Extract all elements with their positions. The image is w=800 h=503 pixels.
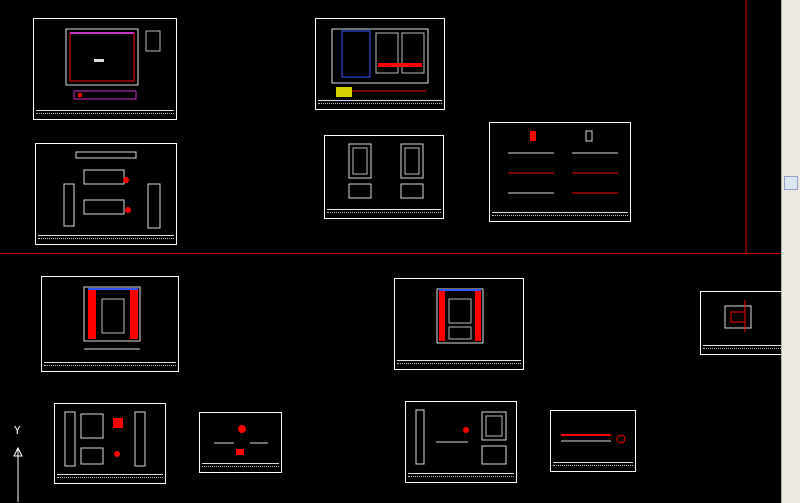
drawing-sheet-details-c[interactable] (54, 403, 166, 484)
drawing-sheet-elevation-b[interactable] (315, 18, 445, 110)
sheet-drawing (65, 28, 161, 100)
sheet-drawing (63, 151, 161, 229)
drawing-sheet-details-d[interactable] (199, 412, 282, 473)
sheet-drawing (348, 143, 424, 199)
drawing-sheet-doors-a[interactable] (324, 135, 444, 219)
drawing-sheet-elevation-d[interactable] (394, 278, 524, 370)
drawing-sheet-elevation-a[interactable] (33, 18, 177, 120)
ucs-y-axis-icon (13, 446, 23, 502)
sheet-drawing (724, 300, 752, 332)
sheet-drawing (415, 409, 507, 465)
layout-boundary (0, 0, 782, 254)
drawing-sheet-doors-b[interactable] (405, 401, 517, 483)
scroll-thumb-icon[interactable] (784, 176, 798, 190)
sheet-drawing (508, 130, 618, 194)
sheet-drawing (331, 28, 429, 97)
sheet-drawing (64, 411, 146, 467)
ucs-axis-label: Y (14, 424, 21, 437)
drawing-sheet-details-a[interactable] (35, 143, 177, 245)
sheet-drawing (436, 288, 484, 344)
vertical-scrollbar[interactable] (781, 0, 800, 503)
drawing-sheet-profiles-a[interactable] (489, 122, 631, 222)
drawing-sheet-details-b[interactable] (700, 291, 782, 355)
drawing-sheet-elevation-c[interactable] (41, 276, 179, 372)
sheet-drawing (83, 286, 141, 350)
cad-model-space[interactable]: Y (0, 0, 782, 503)
sheet-drawing (214, 425, 268, 455)
drawing-sheet-profiles-b[interactable] (550, 410, 636, 472)
sheet-drawing (561, 434, 626, 444)
